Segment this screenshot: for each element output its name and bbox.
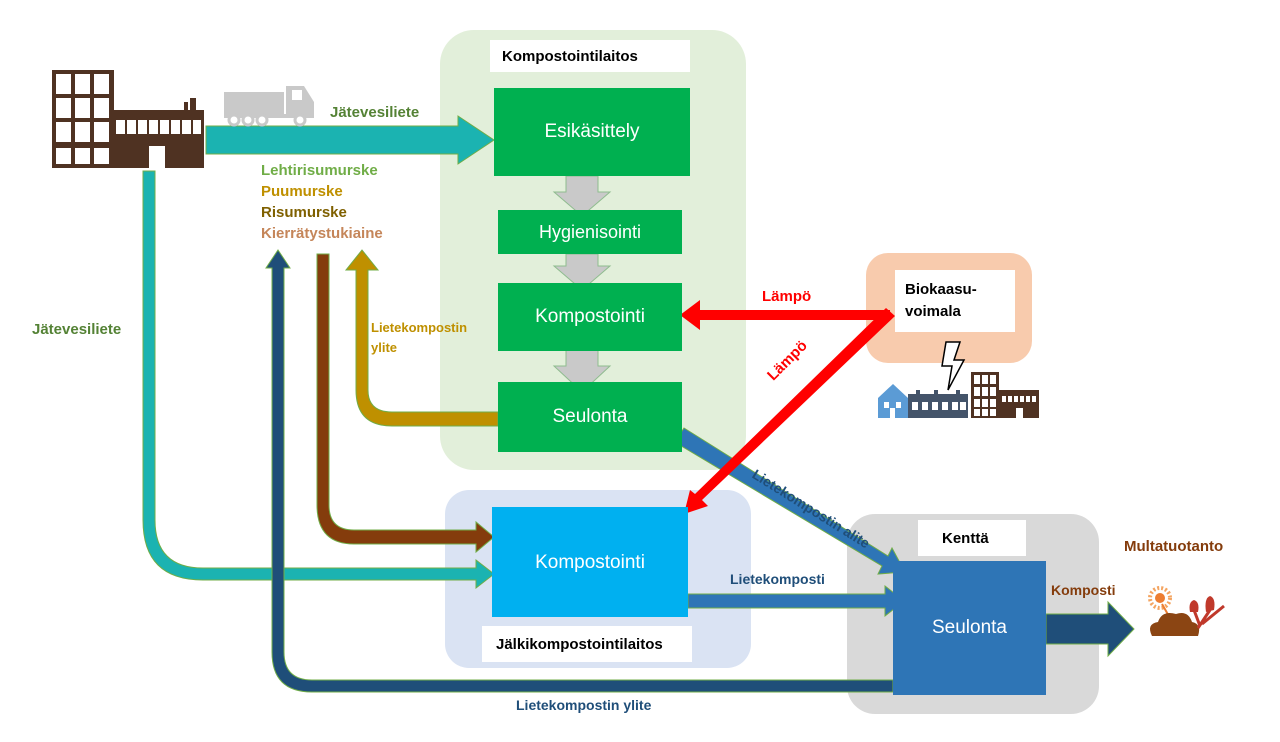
- buildings-icon: [878, 372, 1039, 418]
- sewage-sludge-top-label: Jätevesiliete: [330, 104, 420, 121]
- tulip-icon: [1189, 596, 1225, 629]
- biogas-label-line2: voimala: [905, 303, 961, 320]
- material-list: Lehtirisumurske Puumurske Risumurske Kie…: [261, 160, 383, 244]
- pretreatment-box: Esikäsittely: [494, 88, 690, 176]
- screening-box-2: Seulonta: [893, 561, 1046, 695]
- composting-box-1: Kompostointi: [498, 283, 682, 351]
- soil-plants-icon: [1148, 586, 1225, 636]
- office-building-icon: [971, 372, 1039, 418]
- compost-arrow: [1045, 600, 1135, 658]
- truck-icon: [224, 86, 314, 127]
- overflow-1-arrow: [344, 249, 499, 427]
- overflow-2-arrow: [265, 249, 894, 693]
- sludge-compost-arrow: [687, 584, 905, 618]
- sewage-sludge-left-label: Jätevesiliete: [32, 321, 122, 338]
- material-brush-chips: Risumurske: [261, 204, 347, 221]
- material-leaf-chips: Lehtirisumurske: [261, 162, 378, 179]
- composting-box-2: Kompostointi: [492, 507, 688, 617]
- soil-production-label: Multatuotanto: [1124, 538, 1224, 555]
- overflow-1-label-line1: Lietekompostin: [371, 320, 468, 335]
- heat-arrow-1: [680, 300, 890, 330]
- material-wood-chips: Puumurske: [261, 183, 343, 200]
- screening-box-1: Seulonta: [498, 382, 682, 452]
- biogas-plant-label: Biokaasu- voimala: [895, 270, 1015, 332]
- post-composting-plant-label: Jälkikompostointilaitos: [482, 626, 692, 662]
- step-arrow-1: [552, 175, 612, 217]
- chip-material-arrow: [316, 253, 495, 554]
- hygienisation-box: Hygienisointi: [498, 210, 682, 254]
- step-arrow-2: [552, 253, 612, 291]
- lightning-icon: [941, 341, 966, 391]
- field-label: Kenttä: [918, 520, 1026, 556]
- compost-label: Komposti: [1051, 582, 1116, 598]
- row-house-icon: [908, 390, 968, 418]
- house-icon: [878, 384, 908, 418]
- soil-mound-icon: [1150, 613, 1200, 636]
- overflow-1-label-line2: ylite: [371, 340, 398, 355]
- material-recycled-bulking: Kierrätystukiaine: [261, 225, 383, 242]
- factory-icon: [52, 70, 204, 168]
- sewage-sludge-left-arrow: [142, 170, 495, 590]
- biogas-label-line1: Biokaasu-: [905, 281, 977, 298]
- overflow-2-label: Lietekompostin ylite: [516, 697, 652, 713]
- heat-label-1: Lämpö: [762, 288, 812, 305]
- sludge-compost-label: Lietekomposti: [730, 571, 825, 587]
- heat-arrow-2: [684, 308, 895, 514]
- composting-plant-label: Kompostointilaitos: [490, 40, 690, 72]
- sewage-sludge-top-arrow: [205, 115, 495, 165]
- overflow-1-label: Lietekompostin ylite: [371, 318, 467, 358]
